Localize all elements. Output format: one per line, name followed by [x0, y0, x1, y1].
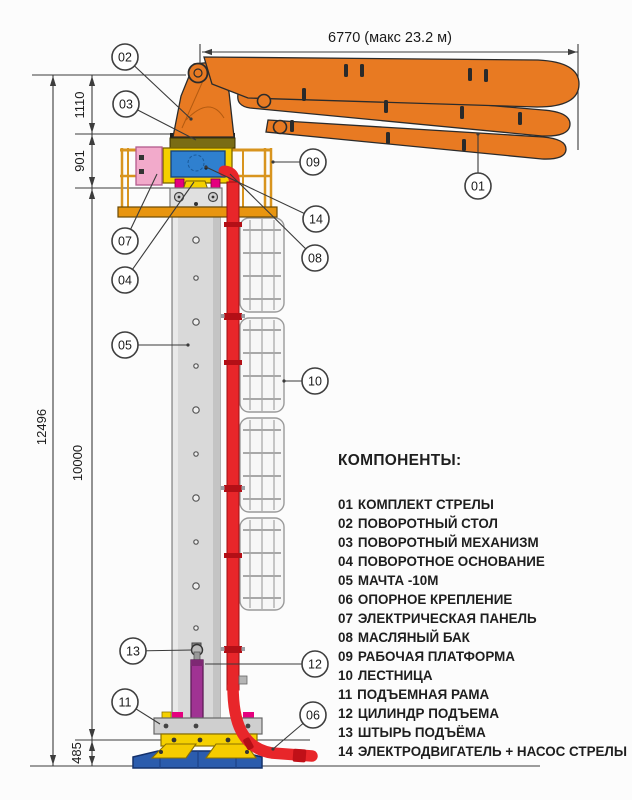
base-wedge — [150, 743, 198, 759]
dimension-label-boom-length: 6770 (макс 23.2 м) — [328, 30, 452, 46]
boom-section-3 — [265, 119, 567, 160]
callout-07-label: 07 — [118, 235, 132, 249]
delivery-pipe — [218, 165, 248, 691]
ladder-section — [239, 417, 285, 513]
ladder-section — [239, 217, 285, 313]
work-platform-floor — [117, 206, 278, 218]
callout-09: 09 — [299, 148, 327, 176]
boom-pivot-pin — [187, 62, 209, 84]
dimension-label-485: 485 — [69, 742, 84, 764]
electrical-panel — [135, 146, 163, 186]
callout-10: 10 — [301, 367, 329, 395]
callout-01: 01 — [464, 172, 492, 200]
callout-11-label: 11 — [119, 696, 132, 710]
callout-11: 11 — [111, 688, 139, 716]
callout-04: 04 — [111, 266, 139, 294]
callout-07: 07 — [111, 227, 139, 255]
components-title: КОМПОНЕНТЫ: — [338, 452, 462, 469]
mast — [171, 205, 221, 723]
callout-12-label: 12 — [308, 658, 322, 672]
electric-motor-box — [170, 150, 226, 178]
callout-05: 05 — [111, 331, 139, 359]
support-base — [132, 743, 263, 769]
motor-housing — [162, 147, 233, 194]
dimension-label-10000: 10000 — [70, 445, 85, 481]
slewing-base — [169, 187, 223, 208]
callout-09-label: 09 — [306, 156, 320, 170]
callout-13-label: 13 — [126, 645, 140, 659]
callout-02: 02 — [111, 43, 139, 71]
callout-06-label: 06 — [306, 709, 320, 723]
pipe-clamps — [221, 222, 248, 685]
callout-08: 08 — [301, 244, 329, 272]
end-hose — [227, 680, 318, 763]
callout-03: 03 — [112, 90, 140, 118]
callout-08-label: 08 — [308, 252, 322, 266]
callout-01-label: 01 — [471, 180, 485, 194]
callout-03-label: 03 — [119, 98, 133, 112]
ladder-section — [239, 317, 285, 413]
callout-02-label: 02 — [118, 51, 132, 65]
dimension-label-1110: 1110 — [72, 92, 87, 119]
boom-fittings — [290, 64, 522, 151]
callout-04-label: 04 — [118, 274, 132, 288]
ladder-section — [239, 517, 285, 611]
callout-06: 06 — [299, 701, 327, 729]
ladder — [239, 217, 285, 611]
dimension-label-901: 901 — [72, 150, 87, 172]
callout-05-label: 05 — [118, 339, 132, 353]
callout-14-label: 14 — [309, 213, 323, 227]
callout-13: 13 — [119, 637, 147, 665]
callout-14: 14 — [302, 205, 330, 233]
callout-12: 12 — [301, 650, 329, 678]
dimension-labels: 6770 (макс 23.2 м) 1110 901 12496 10000 … — [34, 30, 452, 764]
callout-10-label: 10 — [308, 375, 322, 389]
dimension-label-12496: 12496 — [34, 409, 49, 445]
